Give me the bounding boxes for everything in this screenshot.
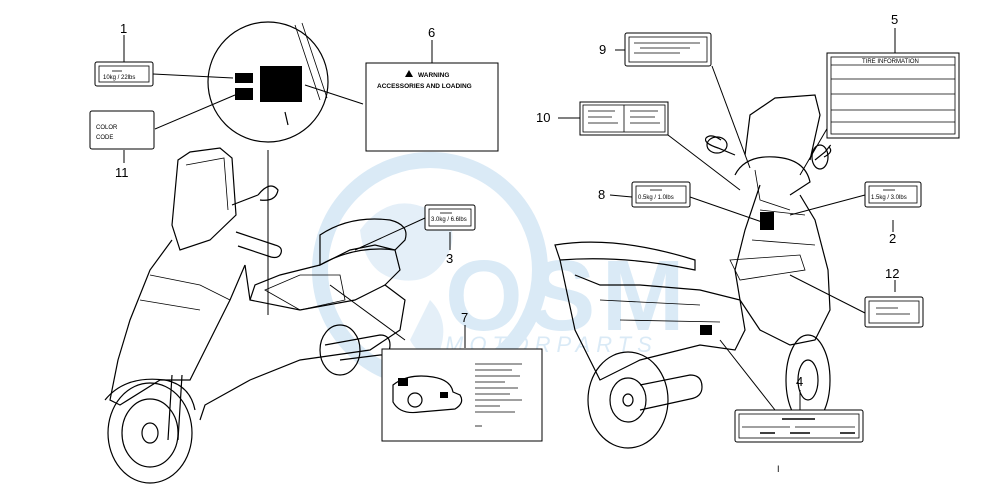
- detail-magnifier: [207, 21, 329, 143]
- label-11-line1: COLOR: [96, 125, 118, 131]
- callout-7: 7: [461, 310, 468, 325]
- watermark-logo: OSM: [445, 240, 691, 352]
- callout-11: 11: [115, 165, 129, 180]
- label-6-warning: WARNING ACCESSORIES AND LOADING: [365, 62, 499, 152]
- callout-10: 10: [536, 110, 550, 125]
- label-3-load-seat: 3.0kg / 6.6lbs: [424, 204, 476, 231]
- steering-label-marker: [760, 212, 774, 230]
- callout-6: 6: [428, 25, 435, 40]
- label-7-engine-illustration: [392, 375, 463, 414]
- body-label-marker: [700, 325, 712, 335]
- callout-3: 3: [446, 251, 453, 266]
- detail-label-small-a: [235, 73, 253, 83]
- label-7-service-info: [381, 348, 543, 442]
- detail-label-small-b: [235, 88, 253, 100]
- scooter-left-illustration: [104, 147, 407, 484]
- callout-numbers: 1 11 6 3 7 9 5 10 8 2 12 4: [115, 12, 899, 389]
- callout-4: 4: [796, 374, 803, 389]
- label-6-line2: ACCESSORIES AND LOADING: [377, 83, 472, 90]
- label-9: [624, 32, 712, 67]
- callout-2: 2: [889, 231, 896, 246]
- label-11-line2: CODE: [96, 135, 113, 141]
- callout-8: 8: [598, 187, 605, 202]
- callout-1: 1: [120, 21, 127, 36]
- label-10: [579, 101, 669, 136]
- callout-5: 5: [891, 12, 898, 27]
- label-2-text: 1.5kg / 3.0lbs: [871, 195, 907, 201]
- detail-label-large: [260, 66, 302, 102]
- label-3-text: 3.0kg / 6.6lbs: [431, 217, 467, 223]
- label-8-load-pocket-left: 0.5kg / 1.0lbs: [631, 181, 691, 208]
- callout-12: 12: [885, 266, 899, 281]
- label-5-title: TIRE INFORMATION: [862, 59, 919, 65]
- label-1-load-front: 10kg / 22lbs: [94, 61, 154, 87]
- scooter-right-illustration: [554, 94, 832, 449]
- leader-lines: [123, 28, 896, 411]
- footer-mark: I: [777, 464, 780, 474]
- label-8-text: 0.5kg / 1.0lbs: [638, 195, 674, 201]
- label-2-load-pocket-right: 1.5kg / 3.0lbs: [864, 181, 922, 208]
- callout-9: 9: [599, 42, 606, 57]
- label-7-text-lines: [475, 363, 522, 427]
- label-6-line1: WARNING: [418, 72, 449, 79]
- label-5-tire-information: TIRE INFORMATION: [826, 52, 960, 139]
- label-1-text: 10kg / 22lbs: [103, 75, 135, 81]
- label-12: [864, 296, 924, 328]
- label-4: [734, 409, 864, 443]
- label-11-color-code: COLOR CODE: [89, 110, 155, 150]
